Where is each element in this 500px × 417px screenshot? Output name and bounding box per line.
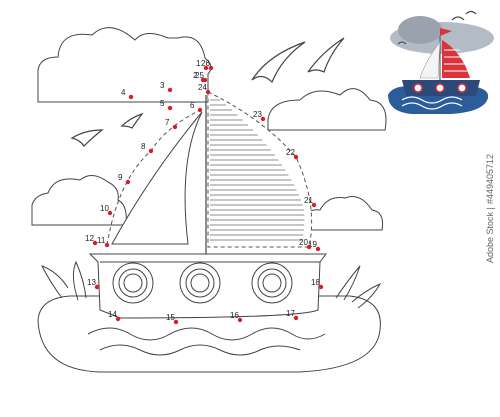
dot-25 xyxy=(202,77,208,83)
dot-label-13: 13 xyxy=(87,278,96,287)
dot-label-11: 11 xyxy=(97,236,106,245)
dot-label-22: 22 xyxy=(286,148,295,157)
dot-label-16: 16 xyxy=(230,311,239,320)
cloud-icon xyxy=(398,16,442,44)
dot-label-26: 26 xyxy=(201,59,210,68)
dot-label-23: 23 xyxy=(253,110,262,119)
dot-15 xyxy=(173,319,179,325)
dot-label-7: 7 xyxy=(165,118,170,127)
dot-7 xyxy=(172,124,178,130)
lifebuoy-icon xyxy=(251,262,293,304)
bird-icon xyxy=(397,41,407,45)
dot-3 xyxy=(167,87,173,93)
dot-label-5: 5 xyxy=(160,99,165,108)
dot-label-4: 4 xyxy=(121,88,126,97)
dot-label-2: 2 xyxy=(193,71,198,80)
bird-icon xyxy=(307,37,345,73)
dot-label-15: 15 xyxy=(166,313,175,322)
dot-label-12: 12 xyxy=(85,234,94,243)
wave-line xyxy=(99,344,301,356)
dot-4 xyxy=(128,94,134,100)
cloud-icon xyxy=(37,27,212,103)
bird-icon xyxy=(120,112,144,129)
stock-watermark-text: Adobe Stock xyxy=(485,211,495,263)
dot-label-20: 20 xyxy=(299,238,308,247)
dot-label-10: 10 xyxy=(100,204,109,213)
bird-icon xyxy=(465,10,477,15)
bird-icon xyxy=(451,16,465,21)
dot-13 xyxy=(94,284,100,290)
dot-1 xyxy=(203,65,209,71)
lifebuoy-icon xyxy=(413,83,423,93)
dot-24 xyxy=(205,89,211,95)
dot-21 xyxy=(311,202,317,208)
dot-18 xyxy=(318,284,324,290)
dot-label-19: 19 xyxy=(308,240,317,249)
dot-label-8: 8 xyxy=(141,142,146,151)
dot-label-9: 9 xyxy=(118,173,123,182)
dot-label-18: 18 xyxy=(311,278,320,287)
dot-label-24: 24 xyxy=(198,83,207,92)
cloud-icon xyxy=(31,175,127,226)
left-sail xyxy=(111,111,203,245)
lifebuoy-icon xyxy=(112,262,154,304)
bird-icon xyxy=(70,129,104,147)
dot-label-14: 14 xyxy=(108,310,117,319)
stock-watermark: Adobe Stock | #449405712 xyxy=(485,154,495,263)
dot-12 xyxy=(92,240,98,246)
splash-right xyxy=(335,265,382,309)
dot-6 xyxy=(197,107,203,113)
dot-14 xyxy=(115,316,121,322)
dot-17 xyxy=(293,315,299,321)
dot-9 xyxy=(125,179,131,185)
stock-watermark-id: #449405712 xyxy=(485,154,495,205)
dot-19 xyxy=(315,246,321,252)
dot-label-6: 6 xyxy=(190,101,195,110)
dot-26 xyxy=(208,65,214,71)
lifebuoy-icon xyxy=(179,262,221,304)
bird-icon xyxy=(251,41,306,84)
right-sail xyxy=(207,91,313,248)
lifebuoy-icon xyxy=(435,83,445,93)
cloud-icon xyxy=(267,88,387,131)
splash-left xyxy=(40,260,87,301)
dot-20 xyxy=(306,244,312,250)
dot-label-17: 17 xyxy=(286,309,295,318)
dot-11 xyxy=(104,242,110,248)
color-reference xyxy=(388,10,494,114)
dot-8 xyxy=(148,148,154,154)
cloud-icon xyxy=(299,196,383,231)
sea-outline xyxy=(37,295,381,373)
dot-label-1: 1 xyxy=(196,59,201,68)
dot-16 xyxy=(237,317,243,323)
dot-5 xyxy=(167,105,173,111)
dot-label-3: 3 xyxy=(160,81,165,90)
lifebuoy-icon xyxy=(457,83,467,93)
dot-23 xyxy=(260,116,266,122)
dot-label-25: 25 xyxy=(195,71,204,80)
dot-10 xyxy=(107,210,113,216)
wave-line xyxy=(87,327,326,341)
dot-22 xyxy=(293,154,299,160)
dot-label-21: 21 xyxy=(304,196,313,205)
